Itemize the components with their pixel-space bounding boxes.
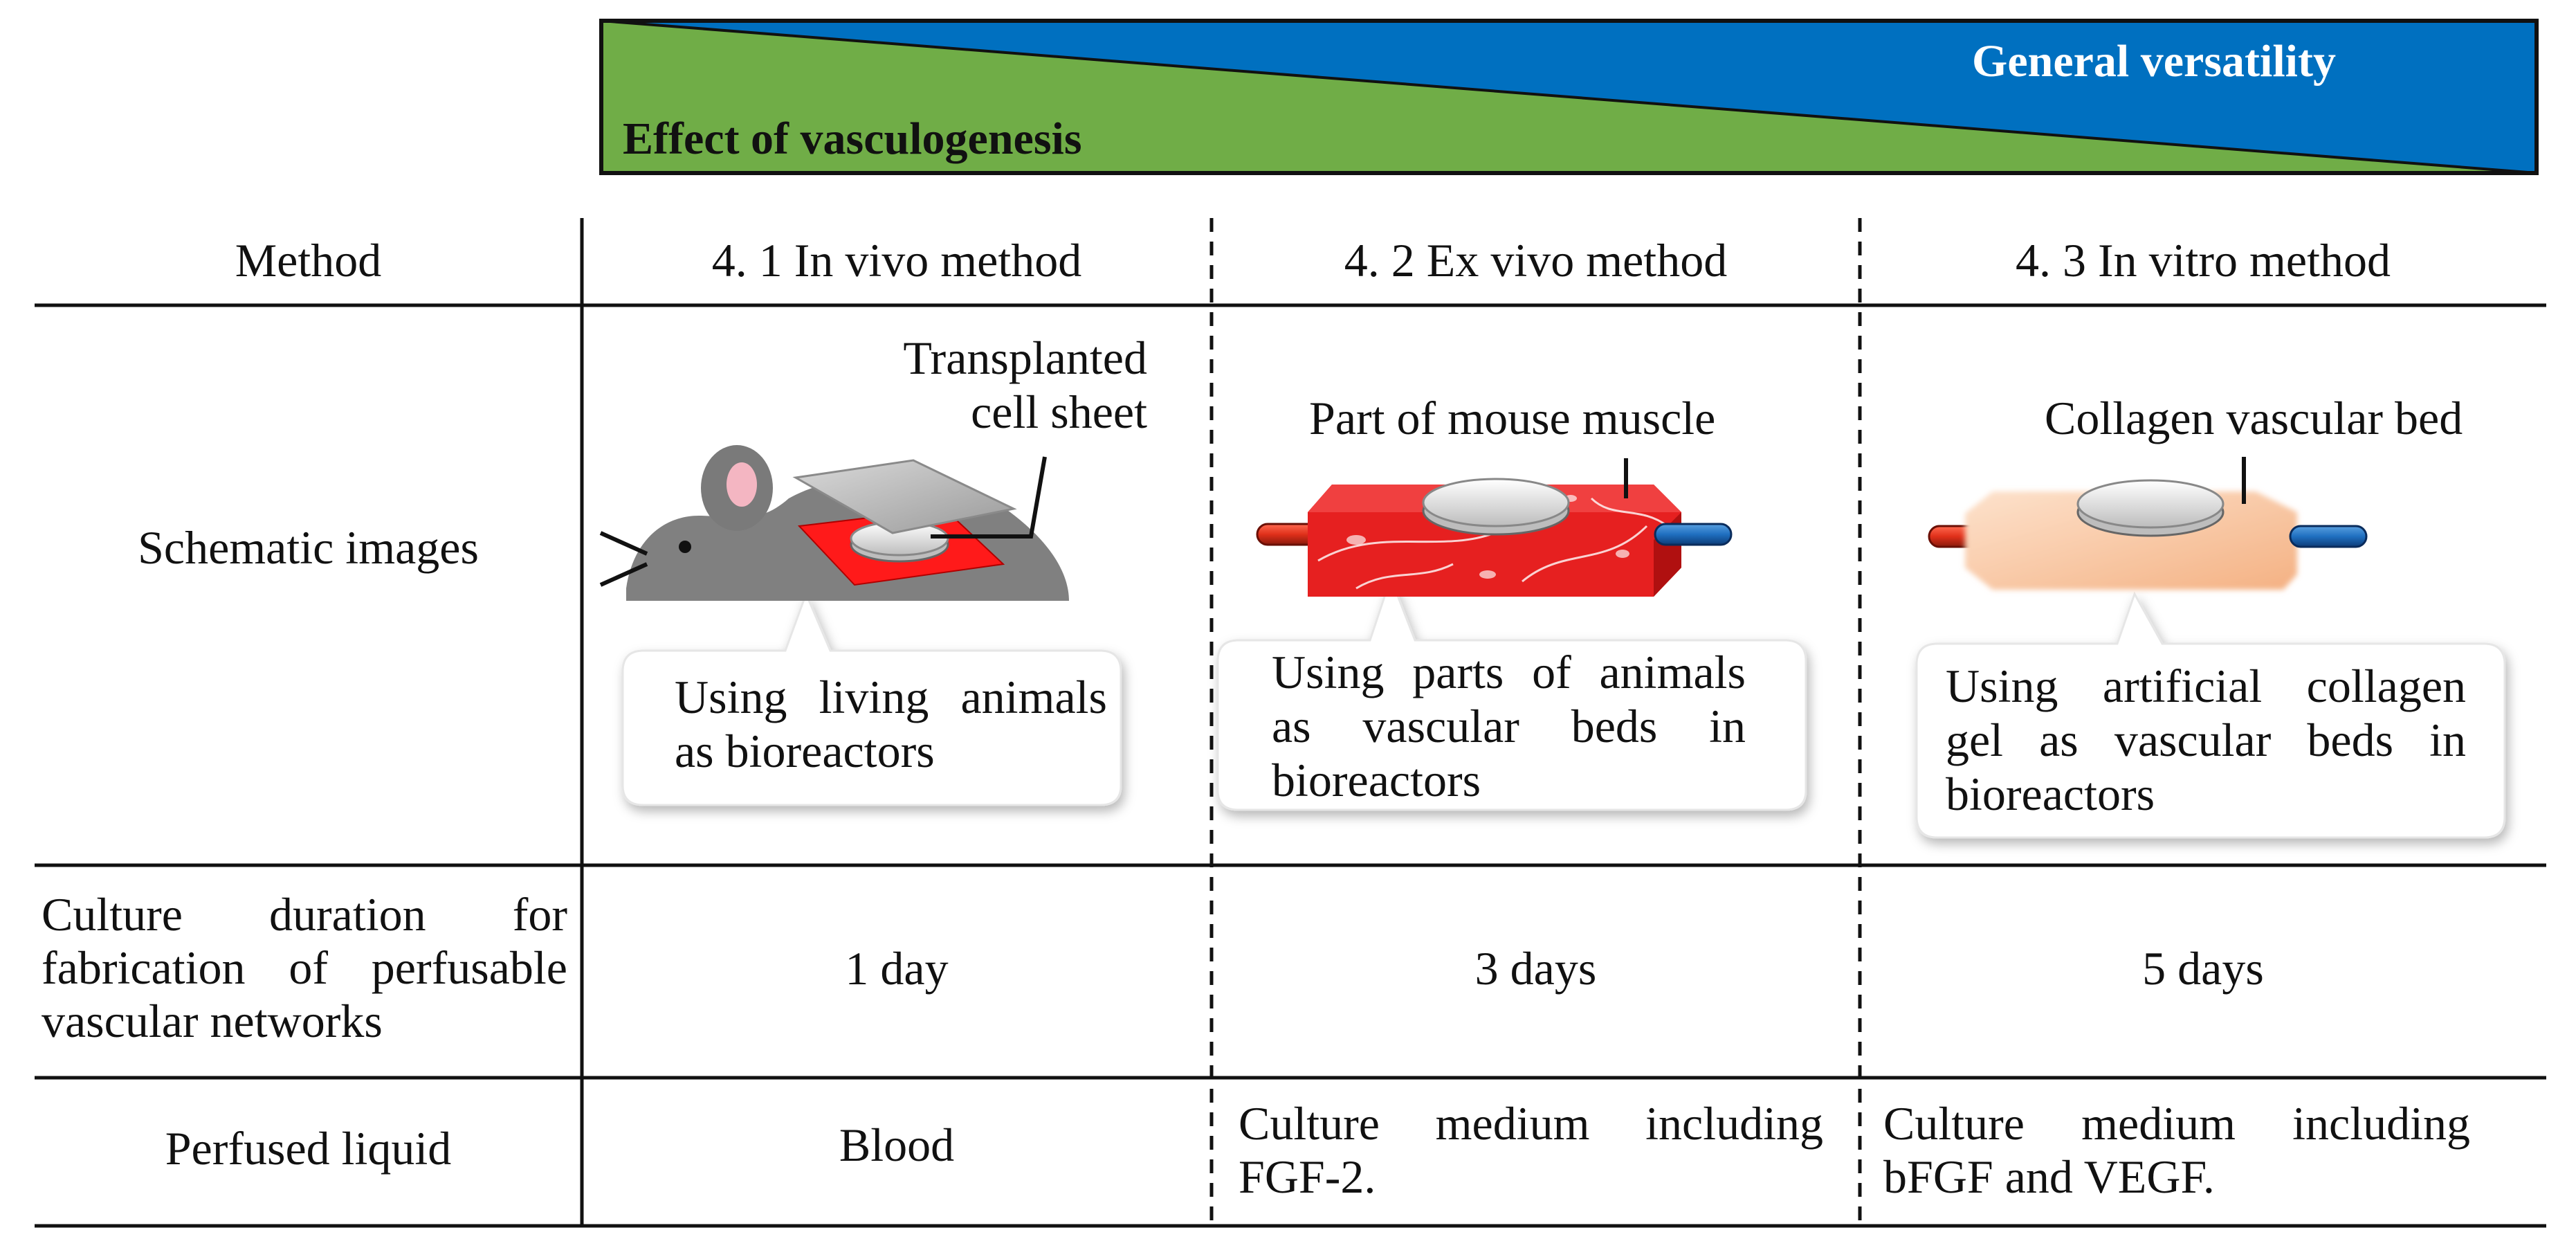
invitro-column-header: 4. 3 In vitro method	[2015, 234, 2391, 287]
invitro-duration: 5 days	[2142, 942, 2264, 995]
invivo-callout-text: Using living animals as bioreactors	[675, 671, 1107, 778]
table-grid	[35, 218, 2546, 1228]
invivo-column-header: 4. 1 In vivo method	[711, 234, 1082, 287]
culture-duration-label: Culture duration for fabrication of perf…	[42, 888, 567, 1047]
mouse-muscle-annotation: Part of mouse muscle	[1309, 392, 1716, 444]
collagen-bed-annotation: Collagen vascular bed	[2045, 392, 2463, 444]
transplanted-annotation-line1: Transplanted	[903, 332, 1147, 384]
exvivo-callout-text: Using parts of animals as vascular beds …	[1272, 646, 1746, 807]
perfused-liquid-label: Perfused liquid	[165, 1122, 452, 1175]
collagen-bioreactor-icon	[1915, 457, 2506, 839]
versatility-effect-bar	[599, 19, 2539, 175]
invitro-perfused: Culture medium including bFGF and VEGF.	[1883, 1097, 2470, 1203]
muscle-bioreactor-icon	[1216, 458, 1807, 811]
invitro-callout-text: Using artificial collagen gel as vascula…	[1946, 660, 2466, 821]
method-header: Method	[235, 234, 382, 287]
invivo-duration: 1 day	[845, 942, 949, 995]
exvivo-column-header: 4. 2 Ex vivo method	[1344, 234, 1728, 287]
mouse-icon	[599, 445, 1122, 806]
transplanted-annotation: Transplanted cell sheet	[877, 331, 1147, 439]
transplanted-annotation-line2: cell sheet	[971, 386, 1147, 439]
exvivo-duration: 3 days	[1474, 942, 1597, 995]
invivo-perfused: Blood	[839, 1119, 955, 1171]
schematic-images-label: Schematic images	[138, 521, 479, 574]
general-versatility-label: General versatility	[1972, 36, 2337, 87]
effect-of-vasculogenesis-label: Effect of vasculogenesis	[623, 114, 1082, 164]
exvivo-perfused: Culture medium including FGF-2.	[1239, 1097, 1823, 1203]
